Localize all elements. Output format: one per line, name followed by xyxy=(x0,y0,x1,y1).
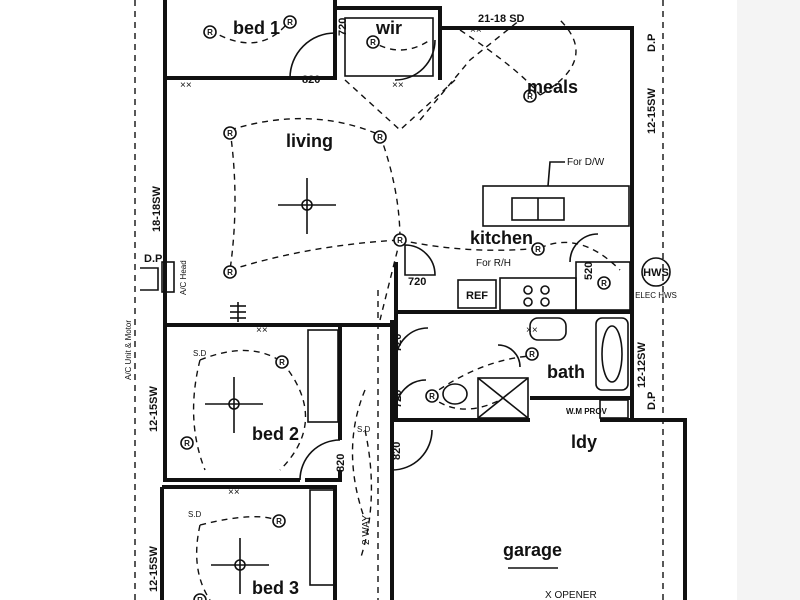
ceiling-fan-icon xyxy=(211,538,269,594)
power-point-icon: R xyxy=(597,276,611,290)
svg-text:R: R xyxy=(287,18,293,27)
room-label-kitchen: kitchen xyxy=(470,228,533,248)
window-label-12-15sw-bed2: 12-15SW xyxy=(148,386,160,432)
for-dw-label: For D/W xyxy=(567,157,605,168)
ac-unit-label: A/C Unit & Motor xyxy=(124,320,133,380)
svg-text:R: R xyxy=(207,28,213,37)
svg-text:××: ×× xyxy=(392,80,404,91)
svg-text:R: R xyxy=(279,358,285,367)
room-label-living: living xyxy=(286,131,333,151)
door-dim-720-wir: 720 xyxy=(337,18,349,36)
room-label-bed3: bed 3 xyxy=(252,578,299,598)
power-point-icon: R xyxy=(531,242,545,256)
room-label-bed1: bed 1 xyxy=(233,18,280,38)
room-label-ldy: ldy xyxy=(571,432,597,452)
walls xyxy=(160,0,687,600)
fridge-label: REF xyxy=(466,290,488,302)
svg-text:R: R xyxy=(377,133,383,142)
svg-text:××: ×× xyxy=(180,80,192,91)
svg-text:R: R xyxy=(527,92,533,101)
bathroom-fixtures xyxy=(442,317,629,419)
power-point-icon: R xyxy=(180,436,194,450)
door-dim-820-bed1: 820 xyxy=(302,74,320,86)
svg-text:××: ×× xyxy=(470,25,482,36)
window-label-12-15sw-bed3: 12-15SW xyxy=(148,546,160,592)
room-label-bed2: bed 2 xyxy=(252,424,299,444)
door-dim-820-ldy: 820 xyxy=(391,442,403,460)
power-point-icon: R xyxy=(523,89,537,103)
downpipe-label-top-right: D.P xyxy=(646,34,658,52)
svg-text:R: R xyxy=(227,268,233,277)
power-point-icon: R xyxy=(425,389,439,403)
power-point-icon: R xyxy=(272,514,286,528)
door-dim-720-b: 720 xyxy=(392,390,404,408)
svg-text:R: R xyxy=(601,279,607,288)
electrical-wiring xyxy=(192,19,621,600)
hot-water-system-icon: HWS ELEC HWS xyxy=(635,257,677,300)
power-point-icon: R xyxy=(393,233,407,247)
downpipe-label-left: D.P xyxy=(144,253,162,265)
svg-text:R: R xyxy=(535,245,541,254)
power-point-icon: R xyxy=(203,25,217,39)
built-in-robes xyxy=(307,17,434,586)
svg-text:R: R xyxy=(397,236,403,245)
power-point-icon: R xyxy=(223,265,237,279)
hws-note: ELEC HWS xyxy=(635,291,677,300)
room-label-bath: bath xyxy=(547,362,585,382)
svg-text:××: ×× xyxy=(228,487,240,498)
room-label-meals: meals xyxy=(527,77,578,97)
svg-text:R: R xyxy=(370,38,376,47)
window-label-18-18sw: 18-18SW xyxy=(151,186,163,232)
power-point-icon: R xyxy=(193,593,207,600)
svg-text:R: R xyxy=(227,129,233,138)
door-swings xyxy=(289,32,599,481)
smoke-detector-label-hall: S.D xyxy=(357,425,371,434)
power-point-icon: R xyxy=(275,355,289,369)
window-label-21-18-sd: 21-18 SD xyxy=(478,13,525,25)
smoke-detector-label-bed2: S.D xyxy=(193,349,207,358)
svg-text:R: R xyxy=(429,392,435,401)
room-label-garage: garage xyxy=(503,540,562,560)
power-point-icon: R xyxy=(283,15,297,29)
for-dw-leader xyxy=(547,161,565,187)
door-dim-720-pantry: 720 xyxy=(408,276,426,288)
power-point-icons: R R R R R R R R R R R R R R R R xyxy=(180,15,611,600)
two-way-switch-label: 2 WAY xyxy=(361,515,372,545)
downpipe-label-right: D.P xyxy=(646,392,658,410)
svg-text:R: R xyxy=(529,350,535,359)
ceiling-fan-icon xyxy=(205,377,263,433)
ac-head-label: A/C Head xyxy=(179,260,188,295)
svg-text:R: R xyxy=(197,596,203,600)
power-point-icon: R xyxy=(525,347,539,361)
room-labels: bed 1 wir meals living kitchen bath ldy … xyxy=(233,18,597,598)
washing-machine-label: W.M PROV xyxy=(566,407,608,416)
smoke-detector-label-bed3: S.D xyxy=(188,510,202,519)
door-dim-520: 520 xyxy=(583,262,595,280)
for-rh-label: For R/H xyxy=(476,258,511,269)
annotations: 720 820 21-18 SD D.P 12-15SW For D/W 18-… xyxy=(124,13,658,600)
window-label-12-15sw-meals: 12-15SW xyxy=(646,88,658,134)
paper-margin xyxy=(737,0,800,600)
power-point-icon: R xyxy=(373,130,387,144)
svg-text:R: R xyxy=(184,439,190,448)
ceiling-fan-icon xyxy=(278,178,336,234)
garage-opener-label: X OPENER xyxy=(545,590,597,600)
ac-unit-icon xyxy=(140,261,246,322)
door-dim-820-bed2: 820 xyxy=(335,454,347,472)
kitchen-benches xyxy=(457,185,631,311)
power-point-icon: R xyxy=(366,35,380,49)
window-label-12-12sw: 12-12SW xyxy=(636,342,648,388)
light-fitting-marks: ×× ×× ×× ×× ×× ×× xyxy=(180,25,538,498)
svg-text:××: ×× xyxy=(526,325,538,336)
svg-text:R: R xyxy=(276,517,282,526)
svg-text:××: ×× xyxy=(256,325,268,336)
power-point-icon: R xyxy=(223,126,237,140)
hws-label: HWS xyxy=(643,267,669,279)
door-dim-720-a: 720 xyxy=(392,334,404,352)
room-label-wir: wir xyxy=(375,18,402,38)
